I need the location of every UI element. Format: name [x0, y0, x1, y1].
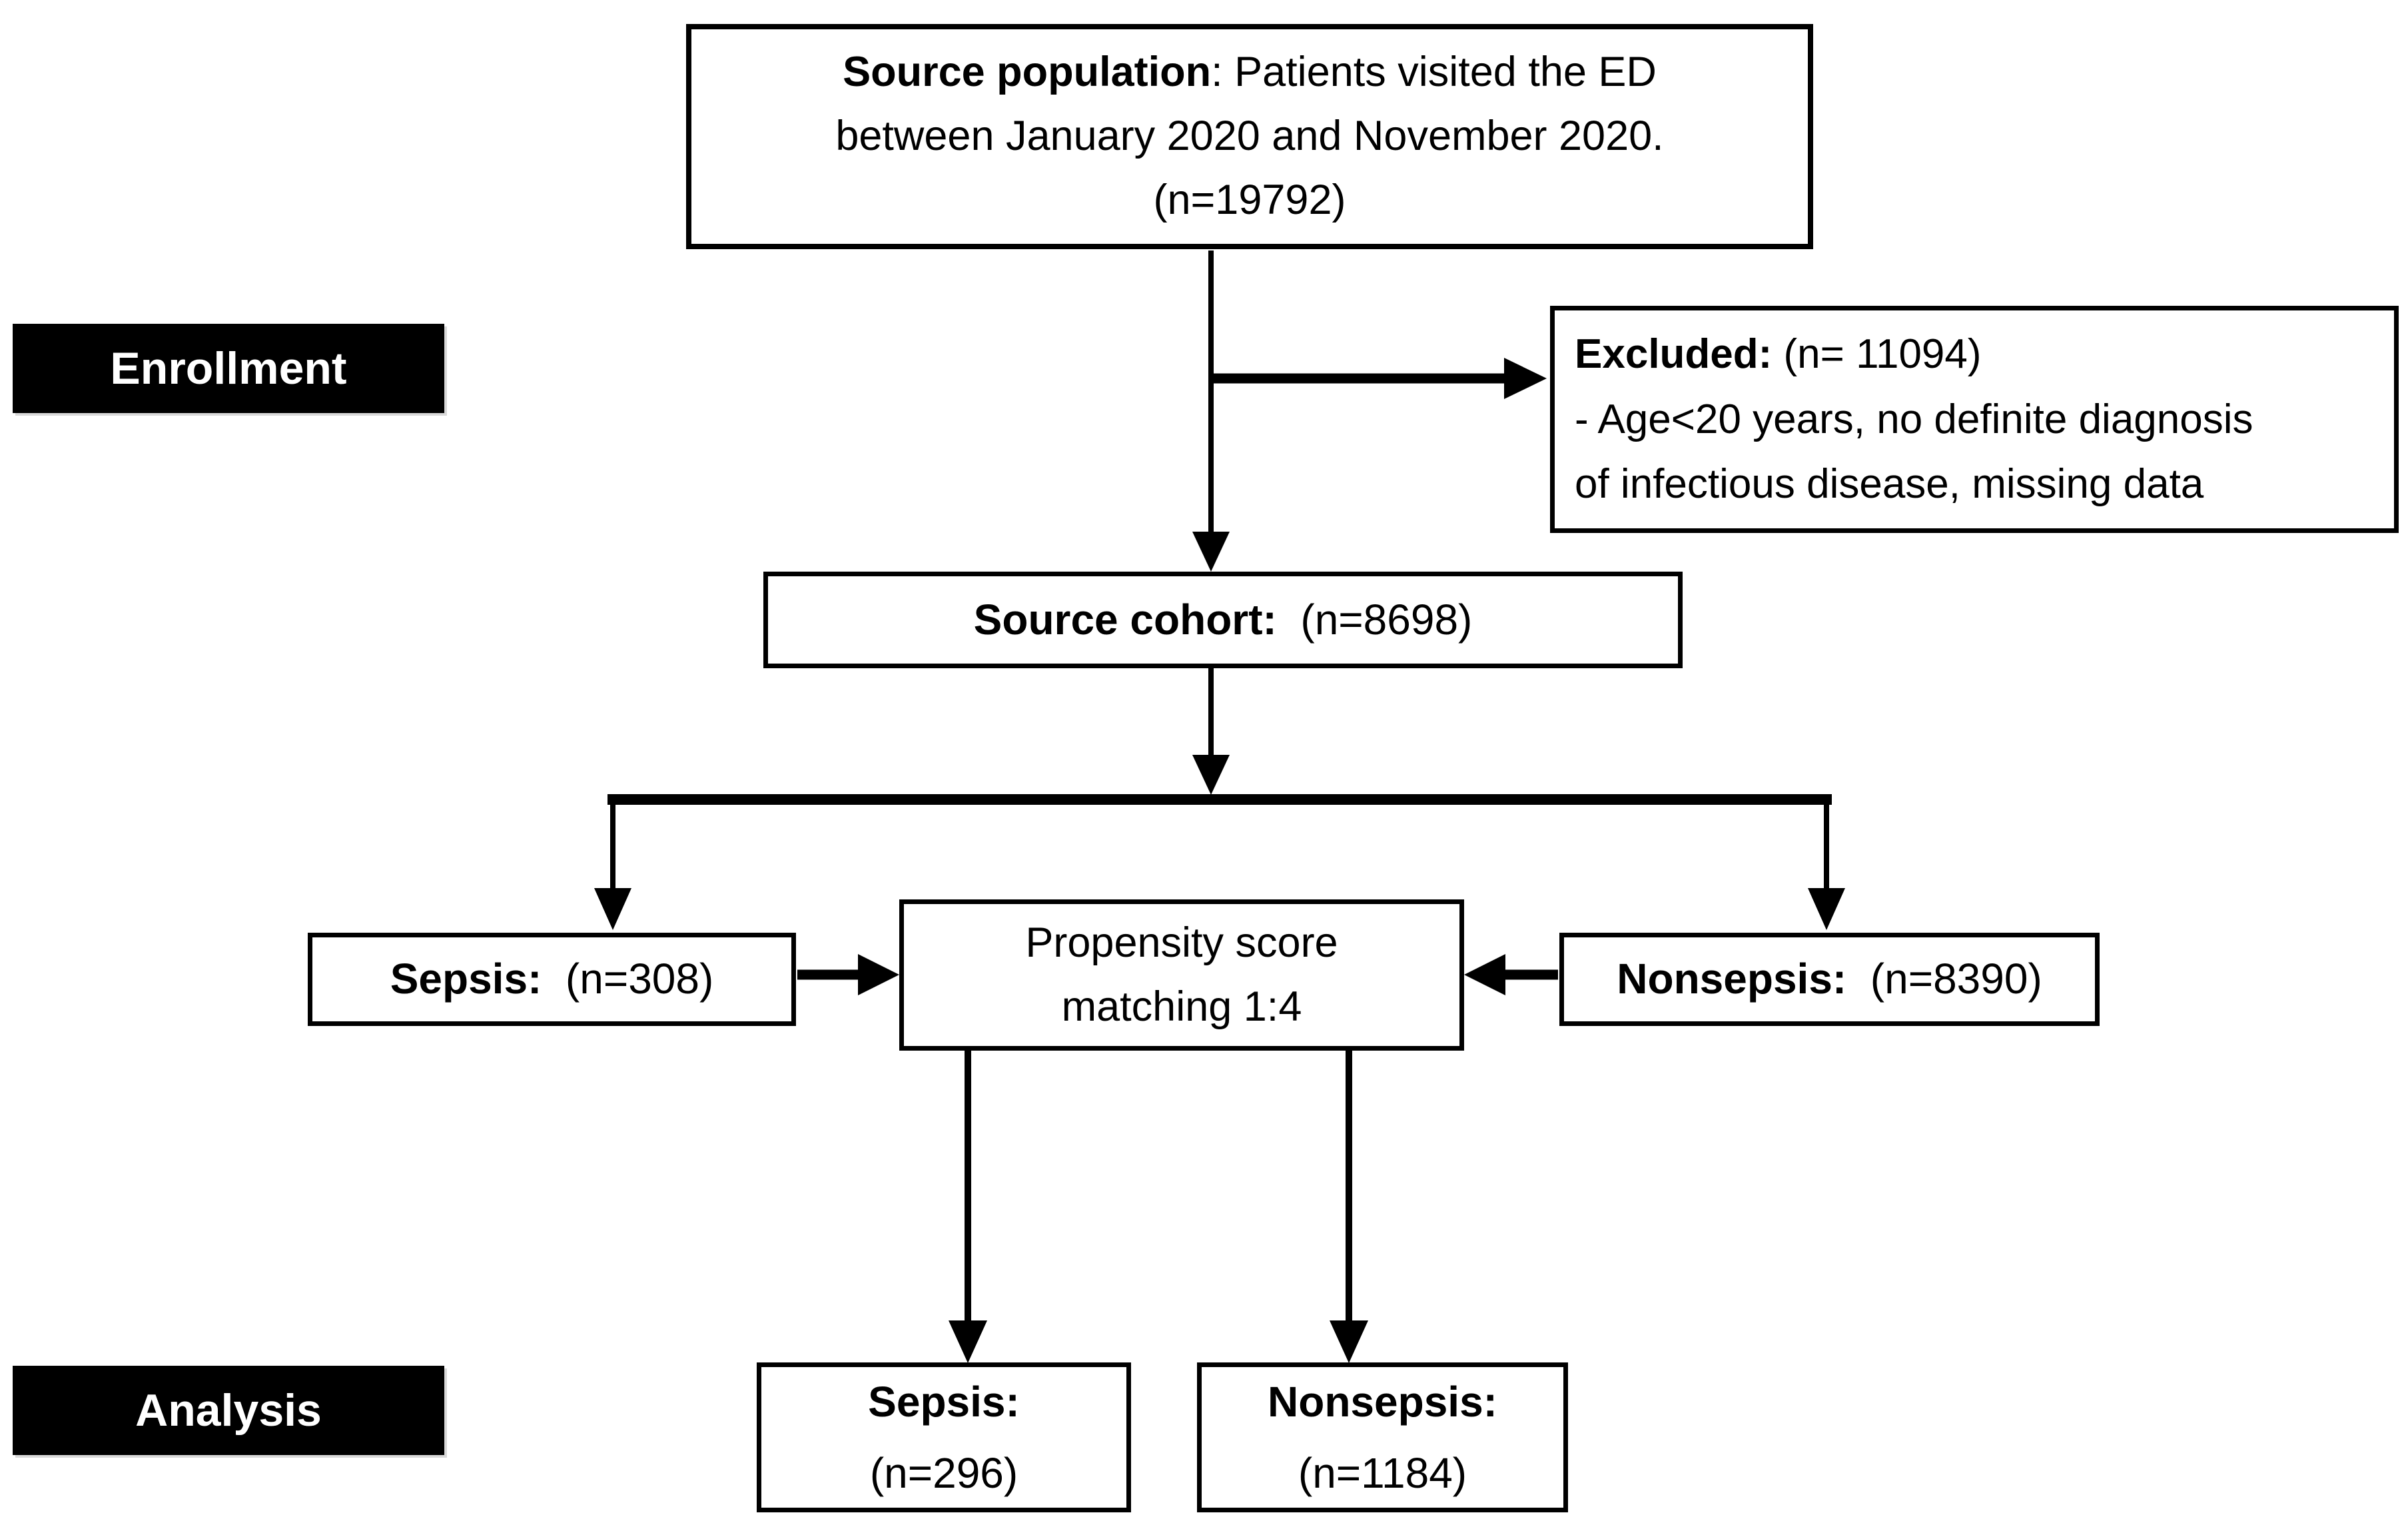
source-population-count: (n=19792): [1153, 176, 1346, 223]
source-population-box: Source population: Patients visited the …: [686, 24, 1813, 249]
arrow-source-cohort-to-split-bar: [1192, 668, 1230, 795]
arrow-branch-to-excluded: [1211, 358, 1547, 399]
propensity-matching-box: Propensity score matching 1:4: [899, 899, 1464, 1051]
source-population-line1: Source population: Patients visited the …: [843, 41, 1657, 105]
source-cohort-line: Source cohort: (n=8698): [974, 588, 1473, 652]
nonsepsis-prematch-label: Nonsepsis:: [1617, 955, 1847, 1003]
sepsis-final-count: (n=296): [869, 1448, 1018, 1497]
excluded-label: Excluded:: [1575, 330, 1773, 377]
arrow-propensity-to-sepsis-final: [949, 1051, 987, 1363]
excluded-reason-line1: - Age<20 years, no definite diagnosis: [1575, 396, 2253, 442]
source-cohort-box: Source cohort: (n=8698): [763, 572, 1683, 668]
nonsepsis-prematch-line: Nonsepsis: (n=8390): [1617, 947, 2042, 1011]
sepsis-final-box: Sepsis: (n=296): [757, 1362, 1131, 1512]
sepsis-prematch-box: Sepsis: (n=308): [308, 933, 796, 1026]
analysis-stage-text: Analysis: [135, 1385, 322, 1436]
sepsis-prematch-line: Sepsis: (n=308): [390, 947, 714, 1011]
source-cohort-label: Source cohort:: [973, 595, 1277, 644]
source-cohort-count: (n=8698): [1276, 595, 1473, 644]
arrow-split-to-sepsis: [594, 799, 631, 930]
enrollment-stage-text: Enrollment: [110, 343, 347, 394]
arrow-nonsepsis-to-propensity: [1464, 954, 1558, 995]
enrollment-stage-label: Enrollment: [13, 324, 444, 413]
source-population-desc: : Patients visited the ED: [1211, 49, 1657, 96]
propensity-line2: matching 1:4: [1061, 983, 1302, 1030]
sepsis-prematch-count: (n=308): [542, 955, 714, 1003]
nonsepsis-final-box: Nonsepsis: (n=1184): [1197, 1362, 1568, 1512]
propensity-line1: Propensity score: [1025, 919, 1338, 966]
arrow-split-to-nonsepsis: [1808, 799, 1845, 930]
source-population-line2: between January 2020 and November 2020.: [835, 113, 1664, 160]
sepsis-prematch-label: Sepsis:: [390, 955, 542, 1003]
nonsepsis-prematch-box: Nonsepsis: (n=8390): [1559, 933, 2100, 1026]
sepsis-final-label: Sepsis:: [868, 1378, 1020, 1426]
excluded-line1: Excluded: (n= 11094): [1575, 322, 1982, 387]
arrow-sepsis-to-propensity: [797, 954, 899, 995]
excluded-count: (n= 11094): [1772, 330, 1982, 377]
nonsepsis-final-label: Nonsepsis:: [1268, 1378, 1497, 1426]
excluded-box: Excluded: (n= 11094) - Age<20 years, no …: [1550, 306, 2399, 533]
nonsepsis-final-count: (n=1184): [1298, 1448, 1467, 1497]
arrow-source-population-to-source-cohort: [1192, 251, 1230, 572]
source-population-label: Source population: [843, 49, 1212, 96]
excluded-reason-line2: of infectious disease, missing data: [1575, 461, 2204, 508]
analysis-stage-label: Analysis: [13, 1366, 444, 1455]
arrow-propensity-to-nonsepsis-final: [1330, 1051, 1368, 1363]
nonsepsis-prematch-count: (n=8390): [1846, 955, 2042, 1003]
